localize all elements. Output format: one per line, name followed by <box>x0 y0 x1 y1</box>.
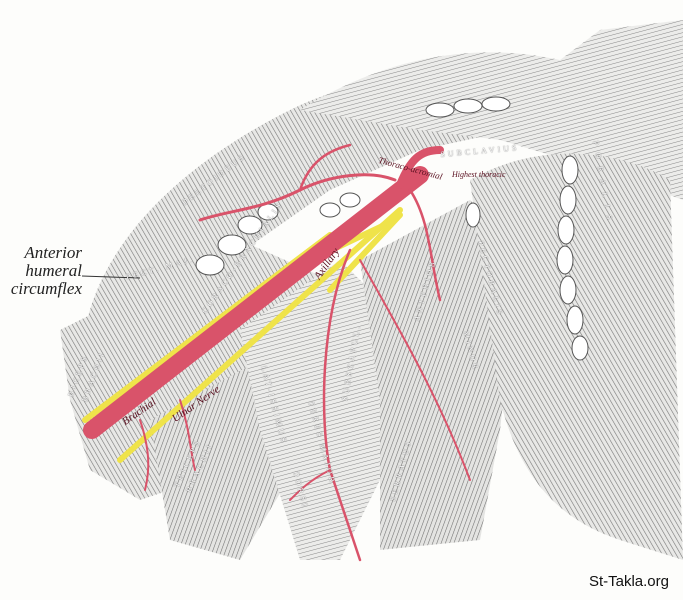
callout-line: Anterior <box>24 243 82 262</box>
callout-leader <box>81 275 141 279</box>
serratus-muscle <box>360 200 520 550</box>
arteries <box>83 143 471 562</box>
latissimus-muscle <box>240 260 380 560</box>
watermark: St-Takla.org <box>588 573 669 590</box>
label-highest-thoracic: Highest thoracic <box>452 170 506 179</box>
callout-line: circumflex <box>10 279 82 298</box>
callout-anterior-humeral-circumflex: Anterior humeral circumflex <box>0 244 82 298</box>
callout-line: humeral <box>25 261 82 280</box>
